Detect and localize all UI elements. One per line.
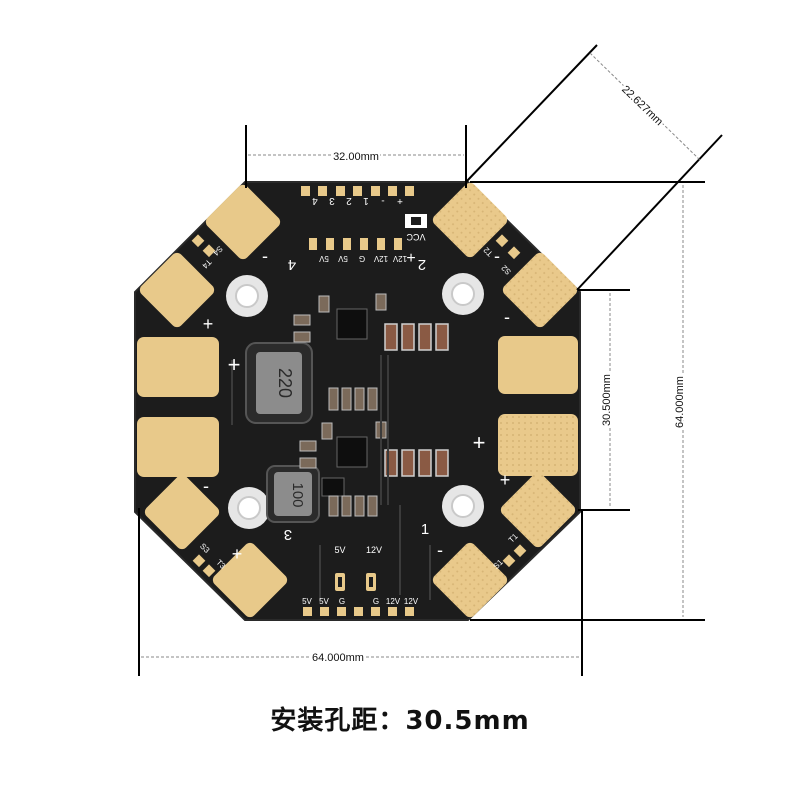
pad-right-lower <box>498 414 578 476</box>
inductor-label-100: 100 <box>289 482 306 507</box>
mounting-hole-caption: 安装孔距：30.5mm <box>270 706 530 736</box>
bottom-pin-label: 5V <box>319 597 329 606</box>
dimension-hole-spacing: 30.500mm <box>601 374 613 426</box>
motor-number-label: 1 <box>421 521 429 538</box>
dimension-arrows <box>141 52 701 658</box>
top-pin-label: 1 <box>363 195 369 206</box>
minus-sign-label: - <box>437 540 443 560</box>
bottom-pin-label: 12V <box>386 597 401 606</box>
mounting-holes <box>226 273 484 529</box>
top-pin-label: 2 <box>346 195 352 206</box>
dimension-diagonal: 22.627mm <box>619 83 665 128</box>
pad-left-upper <box>137 337 219 397</box>
pad-bl-1 <box>144 474 220 550</box>
silkscreen: + - 1 2 3 4 12V 12V G 5V 5V VCC 4 2 3 1 … <box>198 195 520 606</box>
top-pin-label: + <box>397 195 403 206</box>
inductor-100: 100 <box>266 465 320 523</box>
top-power-label: 12V <box>373 254 388 263</box>
bottom-pin-label: 12V <box>404 597 419 606</box>
bottom-pin-label: 5V <box>302 597 312 606</box>
dimension-top-width: 32.00mm <box>333 151 379 163</box>
ic-chip <box>321 477 345 497</box>
plus-sign-label: + <box>500 470 511 490</box>
motor-number-label: 4 <box>288 256 296 273</box>
ic-chip <box>336 308 368 340</box>
top-pin-label: 4 <box>312 195 318 206</box>
top-power-label: 5V <box>318 254 328 263</box>
pad-br-2 <box>432 542 508 618</box>
plus-sign-label: + <box>473 430 486 455</box>
motor-number-label: 2 <box>418 256 426 273</box>
top-pin-label: - <box>381 195 384 206</box>
led-label: 5V <box>334 545 345 555</box>
top-header-pads <box>301 186 414 196</box>
pad-left-lower <box>137 417 219 477</box>
right-pads <box>498 336 578 476</box>
bottom-pin-label: G <box>373 597 379 606</box>
top-power-label: 5V <box>337 254 347 263</box>
minus-sign-label: - <box>504 307 510 327</box>
minus-sign-label: - <box>262 246 268 266</box>
plus-sign-label: + <box>228 352 241 377</box>
top-power-label: G <box>359 254 365 263</box>
corner-pads <box>139 182 578 618</box>
top-power-label: 12V <box>392 254 407 263</box>
pad-bl-2 <box>212 542 288 618</box>
pad-br-1 <box>500 472 576 548</box>
ic-chips <box>321 308 368 497</box>
bottom-pin-label: G <box>339 597 345 606</box>
top-pin-label: 3 <box>329 195 335 206</box>
dimension-lines <box>138 44 723 676</box>
pad-tl-1 <box>205 184 281 260</box>
plus-sign-label: + <box>203 314 214 334</box>
plus-sign-label: + <box>406 250 415 267</box>
ic-chip <box>336 436 368 468</box>
pcb-board: 220 100 <box>134 181 581 621</box>
top-small-pads <box>309 238 402 250</box>
plus-sign-label: + <box>232 544 243 564</box>
dimension-total-height: 64.000mm <box>674 376 686 428</box>
inductor-220: 220 <box>245 342 313 424</box>
pad-tr-2 <box>502 252 578 328</box>
pad-tr-1 <box>432 182 508 258</box>
traces <box>231 355 431 600</box>
pad-right-upper <box>498 336 578 394</box>
led-indicators <box>335 573 376 591</box>
signal-pads <box>191 234 527 578</box>
left-pads <box>137 337 219 477</box>
inductor-label-220: 220 <box>275 368 295 398</box>
vcc-label: VCC <box>406 232 426 242</box>
dimension-total-width: 64.000mm <box>312 652 364 664</box>
bottom-header-pads <box>303 607 414 616</box>
led-label: 12V <box>366 545 382 555</box>
pad-tl-2 <box>139 252 215 328</box>
motor-number-label: 3 <box>284 526 292 543</box>
minus-sign-label: - <box>203 476 209 496</box>
minus-sign-label: - <box>494 246 500 266</box>
